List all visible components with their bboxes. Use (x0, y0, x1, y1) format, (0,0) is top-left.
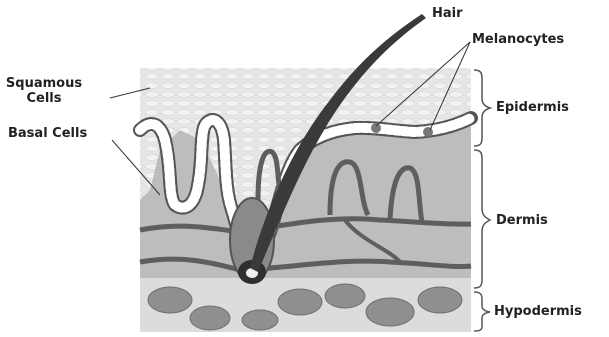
bracket-hypodermis (474, 292, 490, 331)
label-squamous-line1: Squamous (4, 76, 84, 91)
fat-cell (366, 298, 414, 326)
melanocyte-marker (423, 127, 433, 137)
bracket-epidermis (474, 70, 490, 146)
fat-cell (148, 287, 192, 313)
layer-brackets (474, 70, 490, 331)
label-squamous-line2: Cells (4, 91, 84, 106)
label-hypodermis: Hypodermis (494, 304, 582, 319)
label-melanocytes: Melanocytes (472, 32, 564, 47)
fat-cell (278, 289, 322, 315)
fat-cell (325, 284, 365, 308)
fat-cell (418, 287, 462, 313)
label-hair: Hair (432, 6, 463, 21)
label-epidermis: Epidermis (496, 100, 569, 115)
fat-cell (190, 306, 230, 330)
bracket-dermis (474, 150, 490, 288)
fat-cell (242, 310, 278, 330)
label-basal-cells: Basal Cells (8, 126, 87, 141)
label-squamous-cells: Squamous Cells (4, 76, 84, 106)
melanocyte-marker (371, 123, 381, 133)
label-dermis: Dermis (496, 213, 548, 228)
